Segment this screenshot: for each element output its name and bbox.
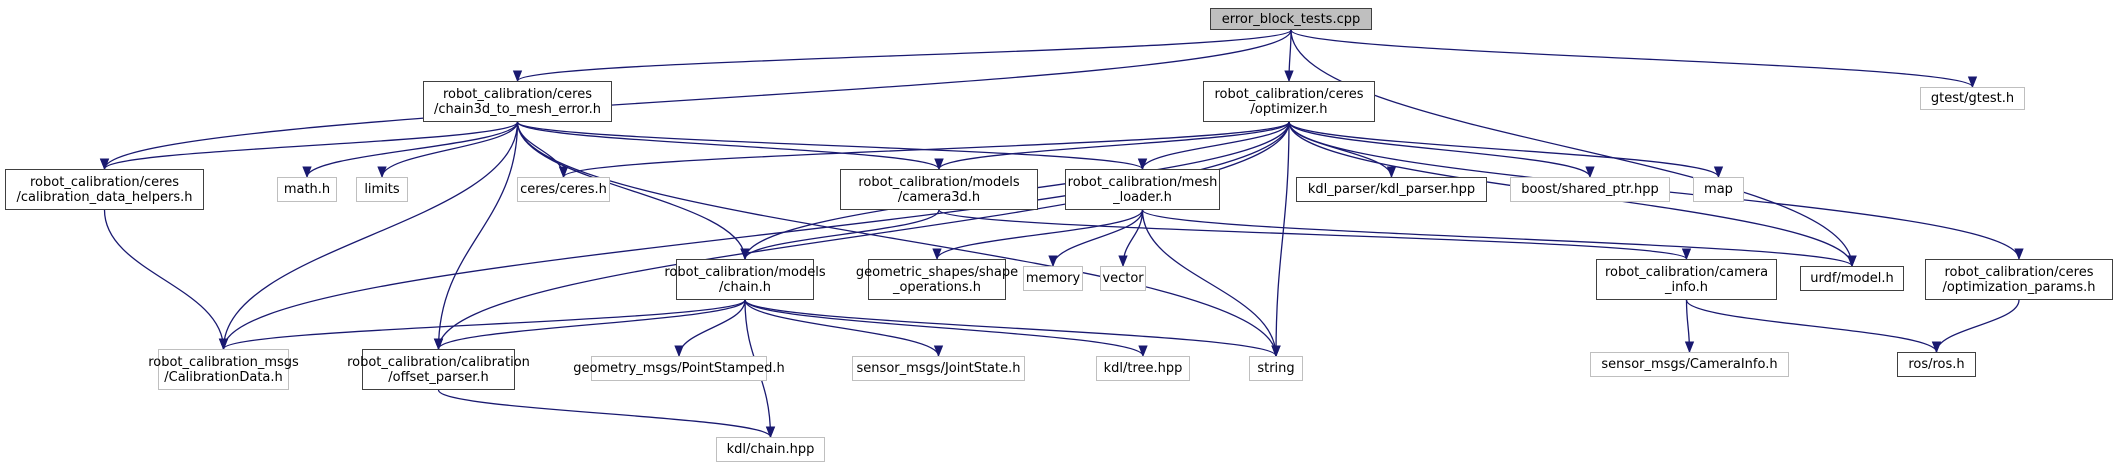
node-string[interactable]: string: [1249, 356, 1303, 381]
edge-c3d-to-mesh: [516, 121, 1147, 171]
edge-cdh-to-caldata: [103, 209, 229, 351]
edge-mesh-to-urdf: [1141, 209, 1857, 268]
node-gtest[interactable]: gtest/gtest.h: [1920, 87, 2025, 110]
node-ros[interactable]: ros/ros.h: [1897, 352, 1976, 377]
edge-chain-to-offset: [433, 299, 746, 351]
node-caminfomsg[interactable]: sensor_msgs/CameraInfo.h: [1590, 352, 1789, 377]
node-map[interactable]: map: [1693, 177, 1744, 202]
node-urdf[interactable]: urdf/model.h: [1800, 266, 1904, 291]
edge-c3d-to-limits: [377, 121, 519, 179]
edge-c3d-to-caldata: [218, 121, 519, 351]
node-limits[interactable]: limits: [356, 177, 408, 202]
node-memory[interactable]: memory: [1023, 266, 1083, 291]
edge-root-to-cdh: [100, 29, 1292, 171]
node-jstate[interactable]: sensor_msgs/JointState.h: [852, 356, 1025, 381]
edge-opt-to-ceres: [559, 121, 1290, 179]
edge-root-to-c3d: [513, 29, 1292, 83]
node-c3d[interactable]: robot_calibration/ceres /chain3d_to_mesh…: [423, 81, 612, 122]
edge-root-to-opt: [1284, 29, 1294, 83]
edge-chain-to-pstamp: [674, 299, 746, 358]
node-tree[interactable]: kdl/tree.hpp: [1096, 356, 1190, 381]
node-offset[interactable]: robot_calibration/calibration /offset_pa…: [347, 349, 530, 390]
edges-layer: [100, 29, 2024, 439]
edge-c3d-to-string: [516, 121, 1281, 358]
edge-c3d-to-cam3d: [516, 121, 944, 171]
edge-opt-to-mesh: [1137, 121, 1290, 171]
edge-opt-to-kdlp: [1288, 121, 1397, 179]
edge-chain-to-caldata: [219, 299, 746, 351]
node-mesh[interactable]: robot_calibration/mesh _loader.h: [1065, 169, 1220, 210]
edge-opt-to-boost: [1288, 121, 1595, 179]
node-optp[interactable]: robot_calibration/ceres /optimization_pa…: [1925, 259, 2113, 300]
edge-opt-to-cam3d: [934, 121, 1290, 171]
node-math[interactable]: math.h: [277, 177, 337, 202]
edge-root-to-urdf: [1290, 29, 1857, 268]
node-cam3d[interactable]: robot_calibration/models /camera3d.h: [840, 169, 1038, 210]
edge-chain-to-tree: [744, 299, 1148, 358]
edge-offset-to-kdlchain: [437, 389, 776, 439]
node-kdlchain[interactable]: kdl/chain.hpp: [716, 437, 825, 462]
edge-mesh-to-string: [1141, 209, 1281, 358]
edge-c3d-to-cdh: [100, 121, 519, 171]
edge-opt-to-string: [1271, 121, 1290, 358]
node-vector[interactable]: vector: [1100, 266, 1146, 291]
edge-caminfo-to-caminfomsg: [1684, 299, 1695, 354]
node-geom[interactable]: geometric_shapes/shape _operations.h: [856, 259, 1018, 300]
edge-chain-to-string: [744, 299, 1281, 358]
edge-cam3d-to-caminfo: [938, 209, 1691, 261]
edge-c3d-to-offset: [433, 121, 519, 351]
edge-mesh-to-memory: [1048, 209, 1144, 268]
edge-cam3d-to-chain: [740, 209, 940, 261]
node-opt[interactable]: robot_calibration/ceres /optimizer.h: [1203, 81, 1375, 122]
edge-mesh-to-geom: [932, 209, 1144, 261]
edge-chain-to-jstate: [744, 299, 944, 358]
node-cdh[interactable]: robot_calibration/ceres /calibration_dat…: [5, 169, 204, 210]
node-root[interactable]: error_block_tests.cpp: [1210, 8, 1372, 30]
edge-root-to-gtest: [1290, 29, 1977, 89]
node-kdlp[interactable]: kdl_parser/kdl_parser.hpp: [1296, 177, 1487, 202]
edge-caminfo-to-ros: [1685, 299, 1942, 354]
edge-opt-to-caldata: [218, 121, 1290, 351]
edge-mesh-to-vector: [1118, 209, 1144, 268]
edge-c3d-to-math: [302, 121, 519, 179]
node-caldata[interactable]: robot_calibration_msgs /CalibrationData.…: [148, 349, 299, 390]
node-boost[interactable]: boost/shared_ptr.hpp: [1510, 177, 1670, 202]
edge-opt-to-map: [1288, 121, 1723, 179]
edge-optp-to-ros: [1931, 299, 2020, 354]
node-chain[interactable]: robot_calibration/models /chain.h: [664, 259, 826, 300]
edge-opt-to-offset: [433, 121, 1290, 351]
node-ceres[interactable]: ceres/ceres.h: [517, 177, 610, 202]
node-caminfo[interactable]: robot_calibration/camera _info.h: [1596, 259, 1777, 300]
node-pstamp[interactable]: geometry_msgs/PointStamped.h: [573, 356, 785, 381]
